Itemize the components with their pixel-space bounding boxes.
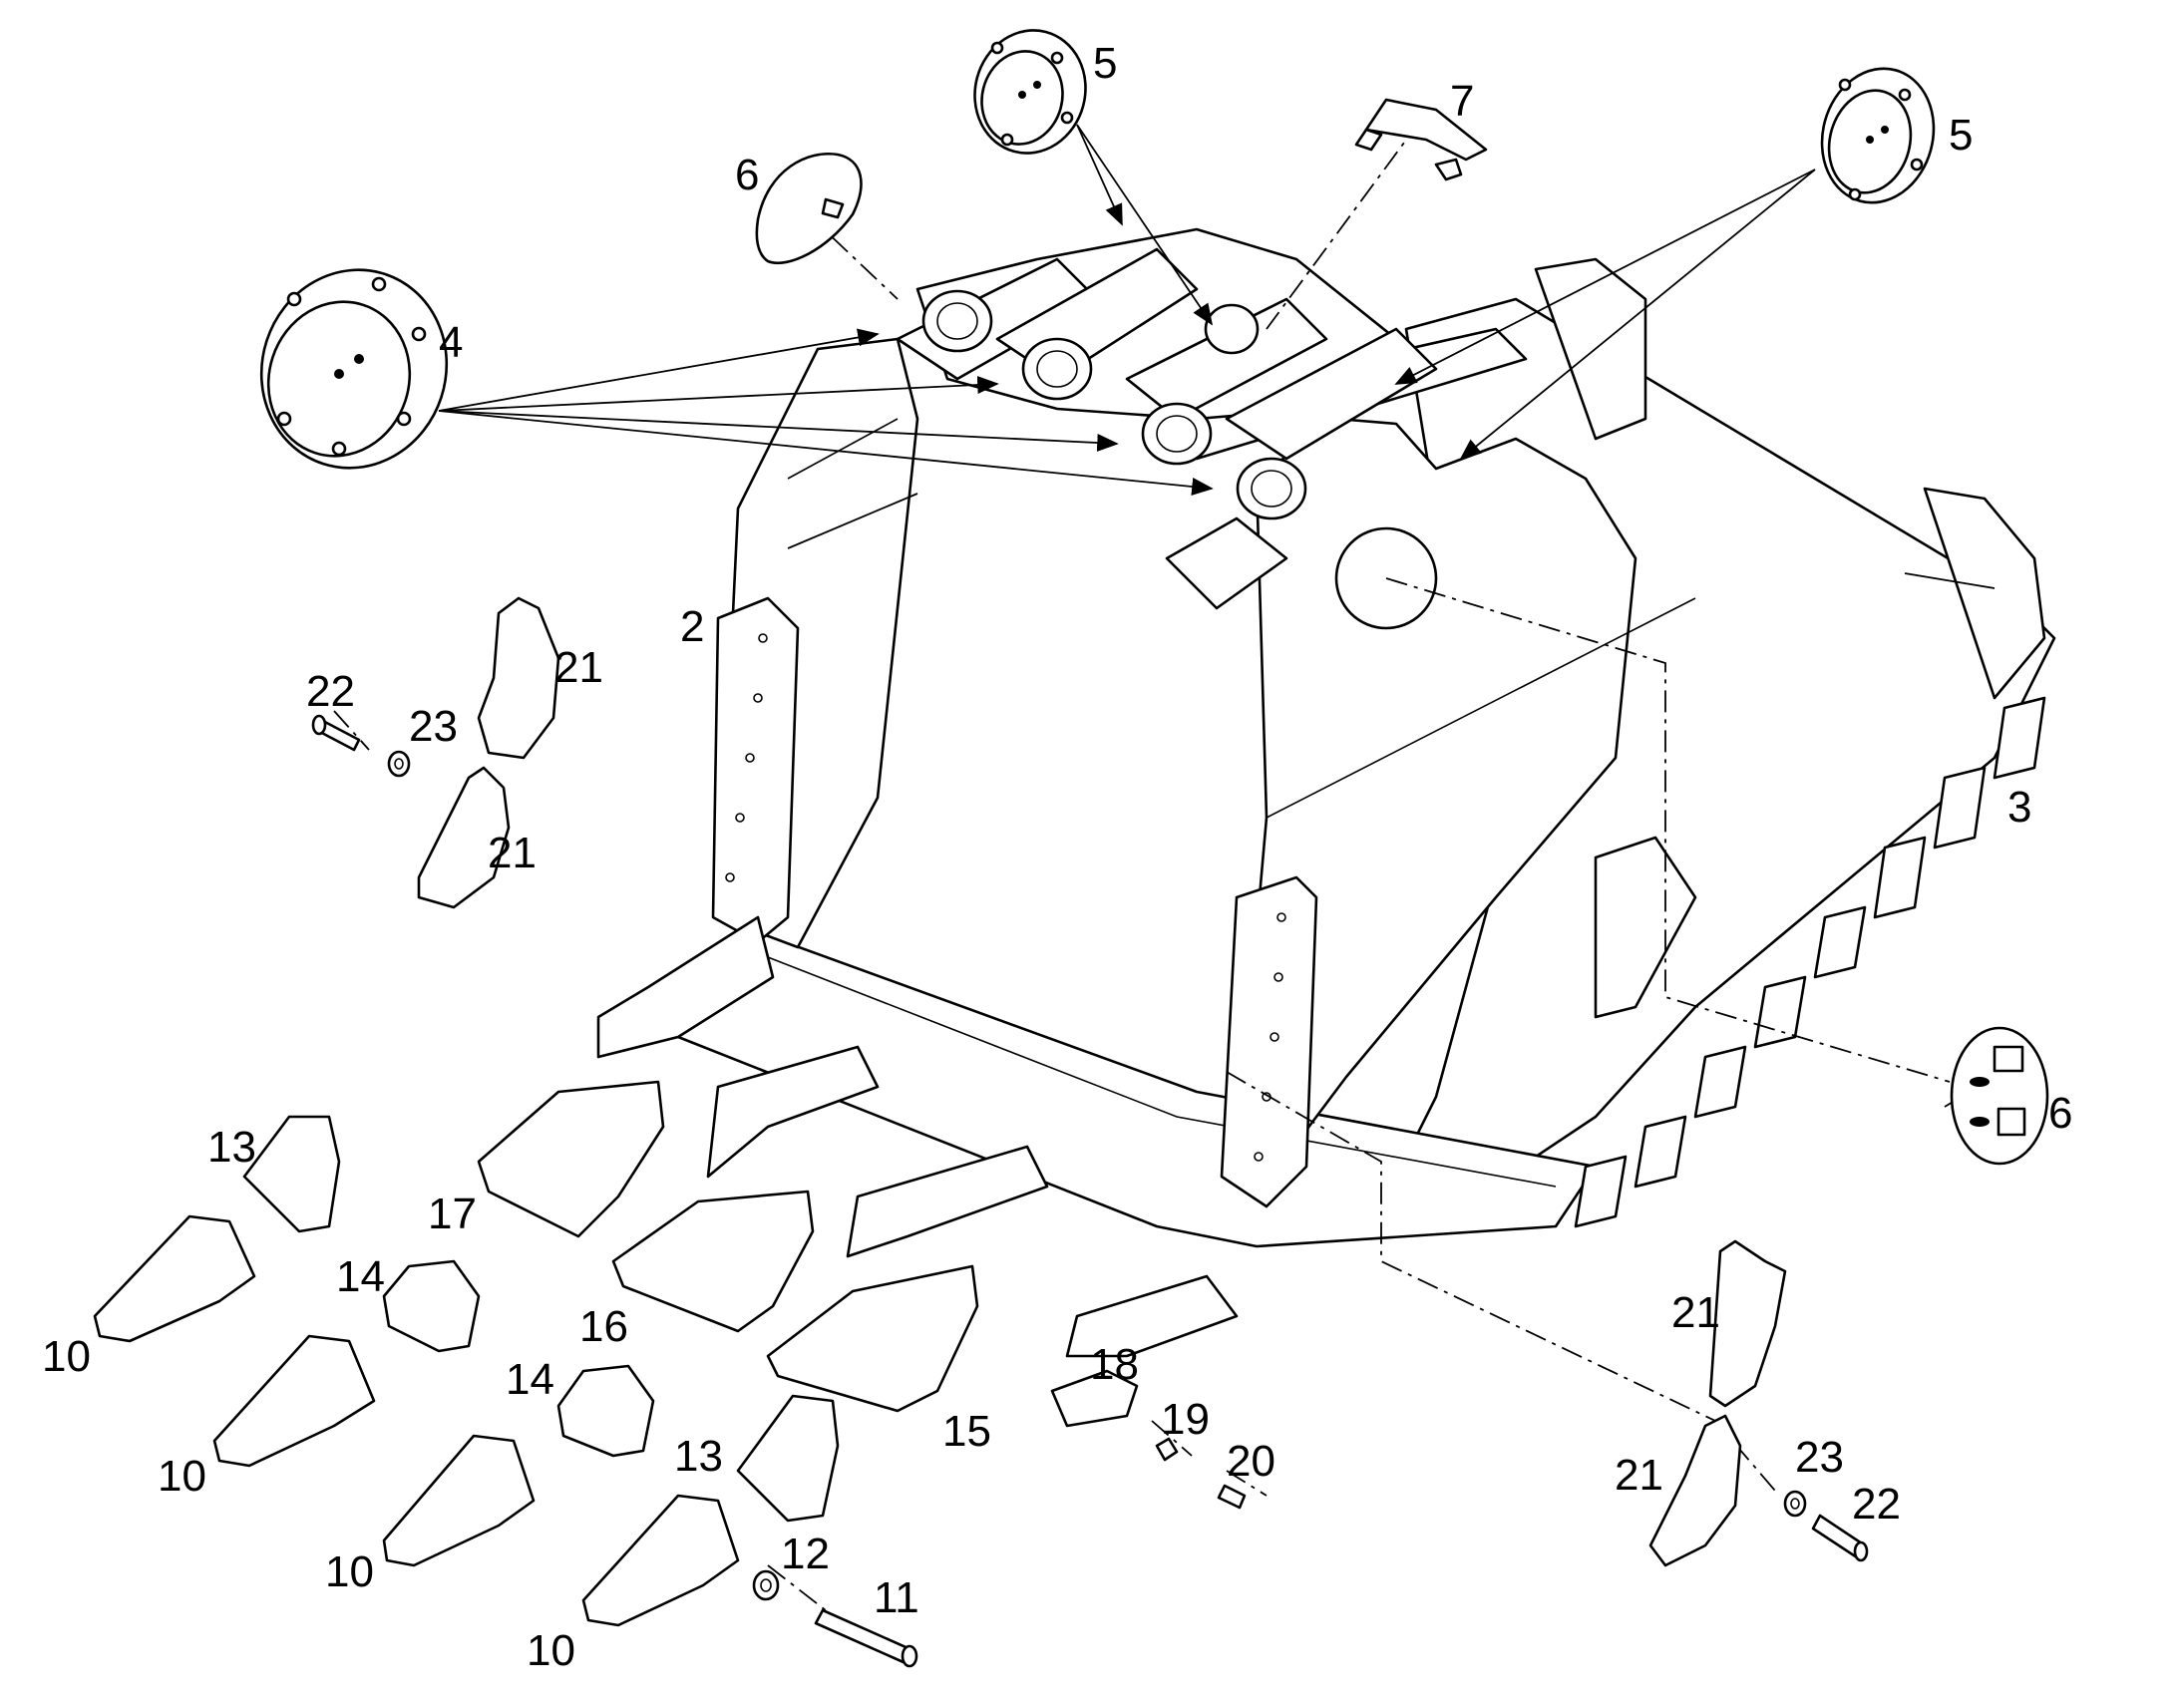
lip-shroud-15 (766, 1264, 979, 1413)
retaining-pin (814, 1608, 918, 1668)
callout-20: 20 (1227, 1437, 1275, 1486)
bucket-tooth-tip-4 (581, 1494, 740, 1627)
adapter-upper (242, 1115, 341, 1233)
wear-shroud-2 (556, 1364, 655, 1458)
callout-12: 12 (781, 1530, 830, 1578)
callout-3: 3 (2007, 783, 2031, 832)
wear-shroud-1 (382, 1259, 481, 1353)
lip-shroud-16 (611, 1190, 815, 1333)
callout-21-2: 21 (488, 829, 537, 877)
hub-cover-large (259, 268, 449, 470)
callout-5-left: 5 (1093, 39, 1117, 88)
callout-4: 4 (439, 318, 463, 367)
side-cutter-lower-right (1648, 1414, 1742, 1567)
callout-17: 17 (428, 1190, 477, 1238)
callout-13-1: 13 (207, 1123, 256, 1172)
decal-plate (1950, 1026, 2049, 1166)
callout-13-2: 13 (674, 1432, 723, 1481)
callout-10-2: 10 (158, 1452, 206, 1501)
callout-23-1: 23 (409, 702, 458, 751)
callout-19: 19 (1161, 1395, 1210, 1444)
callout-6-top: 6 (735, 151, 759, 199)
callout-21-1: 21 (554, 643, 603, 692)
pin-upper-left (311, 714, 361, 752)
callout-2: 2 (680, 602, 704, 651)
callout-22-2: 22 (1852, 1480, 1901, 1529)
bucket-tooth-tip-1 (93, 1214, 256, 1343)
callout-15: 15 (942, 1407, 991, 1456)
lock-insert (1155, 1437, 1179, 1462)
callout-14-1: 14 (336, 1252, 385, 1301)
callout-7: 7 (1450, 77, 1474, 126)
wedge-lock (1050, 1369, 1139, 1428)
access-cover-top (755, 152, 863, 264)
pin-retainer (752, 1569, 780, 1601)
callout-21-4: 21 (1615, 1451, 1663, 1500)
hub-cover-small-right (1820, 67, 1936, 204)
leader-lines (438, 124, 1996, 1108)
bucket-body (596, 257, 2056, 1358)
pin-lower-right (1811, 1514, 1869, 1562)
callout-14-2: 14 (506, 1355, 554, 1404)
callout-21-3: 21 (1671, 1288, 1720, 1337)
side-cutter-upper-left (477, 596, 560, 760)
lock-bolt (1217, 1484, 1247, 1510)
lip-shroud-17 (477, 1080, 665, 1238)
lock-clip (1354, 98, 1488, 181)
callout-22-1: 22 (306, 667, 355, 716)
hinge-assembly (896, 227, 1438, 610)
adapter-lower (736, 1394, 840, 1523)
callout-5-right: 5 (1949, 111, 1973, 160)
callout-10-4: 10 (527, 1626, 575, 1675)
callout-6-right: 6 (2048, 1089, 2072, 1138)
bucket-tooth-tip-2 (212, 1334, 376, 1468)
callout-10-1: 10 (42, 1332, 91, 1381)
side-cutter-lower-left (417, 766, 511, 909)
washer-lower-right (1783, 1490, 1807, 1518)
hub-cover-small-left (973, 29, 1087, 155)
washer-upper-left (387, 750, 411, 778)
bucket-tooth-tip-3 (382, 1434, 536, 1567)
wear-block-row (1574, 696, 2046, 1228)
callout-23-2: 23 (1795, 1433, 1844, 1482)
callout-16: 16 (579, 1302, 628, 1351)
side-cutter-upper-right (1708, 1239, 1787, 1408)
callout-11: 11 (874, 1573, 919, 1622)
callout-18: 18 (1090, 1340, 1139, 1389)
callout-10-3: 10 (325, 1547, 374, 1596)
